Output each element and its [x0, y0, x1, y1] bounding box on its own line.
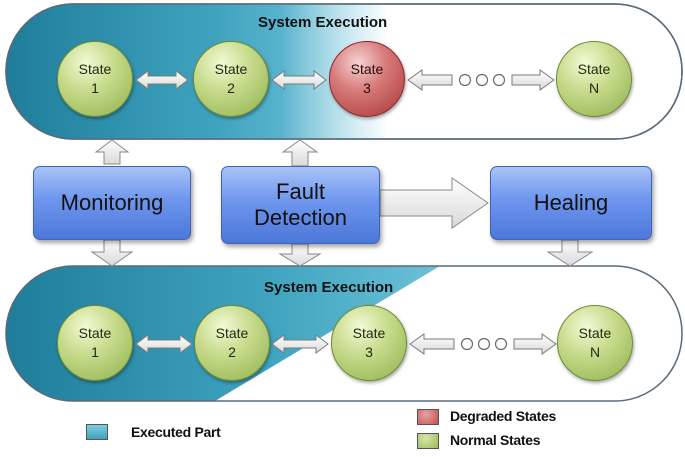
- bottom-state-3: State 3: [331, 305, 407, 381]
- legend-normal-swatch: [417, 433, 439, 449]
- bottom-arrow-2-3: [271, 334, 329, 354]
- state-index: N: [588, 80, 600, 96]
- state-label: State: [78, 325, 112, 341]
- arrow-fault-up: [281, 139, 319, 167]
- state-index: 2: [227, 80, 235, 96]
- arrow-monitoring-up: [94, 139, 130, 165]
- state-label: State: [578, 325, 612, 341]
- state-label: State: [214, 61, 248, 77]
- top-ellipsis-icon: [458, 73, 506, 87]
- state-index: 2: [228, 344, 236, 360]
- state-index: 1: [91, 344, 99, 360]
- healing-label: Healing: [533, 190, 609, 215]
- state-index: N: [589, 344, 601, 360]
- state-label: State: [352, 325, 386, 341]
- top-state-n: State N: [556, 41, 632, 117]
- state-label: State: [215, 325, 249, 341]
- legend-degraded-label: Degraded States: [450, 408, 556, 424]
- healing-box: Healing: [490, 166, 652, 240]
- top-lane-title: System Execution: [258, 14, 388, 31]
- state-label: State: [350, 61, 384, 77]
- arrow-fault-to-healing: [379, 177, 489, 229]
- monitoring-label: Monitoring: [60, 190, 164, 215]
- arrow-monitoring-down: [90, 239, 134, 267]
- arrow-fault-down: [278, 243, 322, 267]
- top-arrow-2-3: [271, 70, 327, 90]
- bottom-ellipsis-icon: [460, 337, 508, 351]
- legend-executed-label: Executed Part: [131, 424, 221, 440]
- arrow-healing-down: [546, 239, 594, 267]
- fault-detection-label-line2: Detection: [254, 205, 347, 230]
- top-arrow-3-ellipsis: [407, 69, 453, 91]
- legend-degraded-swatch: [417, 409, 439, 425]
- bottom-arrow-ellipsis-n: [513, 333, 557, 355]
- top-state-1: State 1: [57, 41, 133, 117]
- state-label: State: [577, 61, 611, 77]
- fault-detection-box: Fault Detection: [221, 166, 380, 244]
- state-index: 3: [365, 344, 373, 360]
- bottom-arrow-3-ellipsis: [409, 333, 455, 355]
- bottom-state-n: State N: [557, 305, 633, 381]
- state-index: 1: [91, 80, 99, 96]
- top-state-2: State 2: [193, 41, 269, 117]
- legend-normal-label: Normal States: [450, 432, 541, 448]
- top-arrow-1-2: [135, 70, 189, 90]
- bottom-arrow-1-2: [135, 334, 193, 354]
- top-state-3: State 3: [329, 41, 405, 117]
- top-arrow-ellipsis-n: [511, 69, 555, 91]
- bottom-state-1: State 1: [57, 305, 133, 381]
- state-label: State: [78, 61, 112, 77]
- fault-detection-label-line1: Fault: [276, 179, 325, 204]
- bottom-lane-title: System Execution: [264, 279, 394, 296]
- legend-executed-swatch: [86, 424, 108, 440]
- bottom-state-2: State 2: [194, 305, 270, 381]
- state-index: 3: [363, 80, 371, 96]
- monitoring-box: Monitoring: [33, 166, 191, 240]
